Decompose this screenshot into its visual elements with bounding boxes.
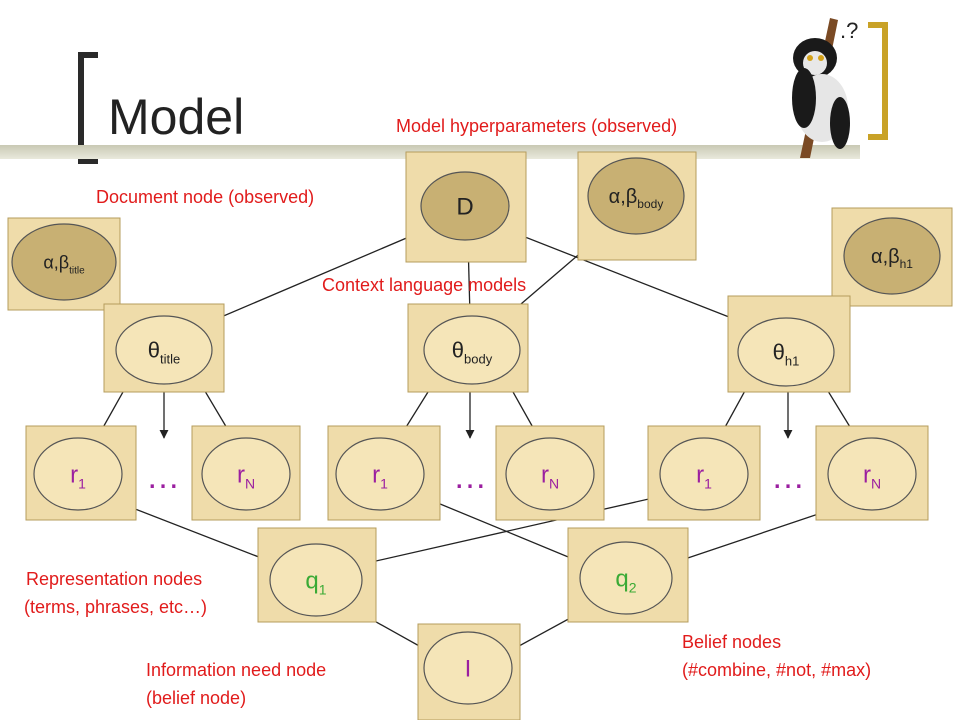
hyperparameter-body-node-ellipse xyxy=(587,157,685,235)
information-need-annotation-line1: Information need node xyxy=(146,660,327,680)
lemur-mascot-icon: .? xyxy=(792,18,858,158)
theta-body-node-label: θbody xyxy=(452,338,493,367)
title-ellipsis: … xyxy=(146,458,180,496)
q2-node-label: q2 xyxy=(615,565,636,595)
body-ellipsis: … xyxy=(453,458,487,496)
h1-ellipsis: … xyxy=(771,458,805,496)
information-need-node-ellipse xyxy=(423,631,513,705)
h1-rN-node-label: rN xyxy=(863,461,881,491)
theta-title-node-label: θtitle xyxy=(148,338,180,367)
theta-title-node-ellipse xyxy=(115,315,213,385)
document-node: D xyxy=(405,151,527,263)
information-need-node: I xyxy=(417,623,521,720)
theta-h1-node-ellipse xyxy=(737,317,835,387)
theta-body-node-ellipse xyxy=(423,315,521,385)
representation-nodes-annotation-line1: Representation nodes xyxy=(26,569,203,589)
edge-d-theta-title xyxy=(199,227,431,327)
hyperparameter-title-node: α,βtitle xyxy=(7,217,121,311)
information-need-annotation-line2: (belief node) xyxy=(146,688,247,708)
theta-h1-node-label: θh1 xyxy=(773,340,800,369)
h1-rN-node: rN xyxy=(815,425,929,521)
h1-r1-node: r1 xyxy=(647,425,761,521)
theta-title-node: θtitle xyxy=(103,303,225,393)
q2-node: q2 xyxy=(567,527,689,623)
document-node-ellipse xyxy=(420,171,510,241)
edges-layer xyxy=(89,225,861,653)
title-r1-node-ellipse xyxy=(33,437,123,511)
hyperparameter-body-node-label: α,βbody xyxy=(609,186,664,211)
hyperparameter-h1-node-label: α,βh1 xyxy=(871,246,913,271)
representation-nodes-annotation-line2: (terms, phrases, etc…) xyxy=(24,597,208,617)
edge-h1-r1-q1 xyxy=(353,495,663,569)
belief-nodes-annotation-line2: (#combine, #not, #max) xyxy=(682,660,872,680)
theta-h1-node: θh1 xyxy=(727,295,851,393)
edge-title-r1-q1 xyxy=(111,499,283,568)
h1-rN-node-ellipse xyxy=(827,437,917,511)
right-bracket-decoration xyxy=(868,22,888,140)
hyperparameter-h1-node-ellipse xyxy=(843,217,941,295)
h1-r1-node-label: r1 xyxy=(696,461,712,491)
hyperparameter-body-node: α,βbody xyxy=(577,151,697,261)
left-bracket-decoration xyxy=(78,52,98,164)
body-rN-node-label: rN xyxy=(541,461,559,491)
theta-body-node: θbody xyxy=(407,303,529,393)
document-node-annotation: Document node (observed) xyxy=(96,187,315,207)
q1-node-label: q1 xyxy=(305,567,326,597)
edge-d-theta-h1 xyxy=(501,227,753,328)
title-r1-node: r1 xyxy=(25,425,137,521)
title-rN-node-label: rN xyxy=(237,461,255,491)
svg-text:.?: .? xyxy=(840,18,858,43)
context-models-annotation: Context language models xyxy=(322,275,527,295)
h1-r1-node-ellipse xyxy=(659,437,749,511)
information-need-node-label: I xyxy=(465,655,472,682)
title-rN-node: rN xyxy=(191,425,301,521)
q1-node: q1 xyxy=(257,527,377,623)
hyperparameter-h1-node: α,βh1 xyxy=(831,207,953,307)
body-r1-node-ellipse xyxy=(335,437,425,511)
document-node-label: D xyxy=(456,193,473,220)
body-r1-node-label: r1 xyxy=(372,461,388,491)
hyperparameter-title-node-label: α,βtitle xyxy=(43,252,85,276)
title-r1-node-label: r1 xyxy=(70,461,86,491)
body-r1-node: r1 xyxy=(327,425,441,521)
title-rN-node-ellipse xyxy=(201,437,291,511)
q2-node-ellipse xyxy=(579,541,673,615)
hyperparameter-title-node-ellipse xyxy=(11,223,117,301)
belief-nodes-annotation-line1: Belief nodes xyxy=(682,632,782,652)
edge-body-r1-q2 xyxy=(415,493,591,568)
body-rN-node: rN xyxy=(495,425,605,521)
body-rN-node-ellipse xyxy=(505,437,595,511)
slide-title: Model xyxy=(108,89,245,145)
hyperparameters-annotation: Model hyperparameters (observed) xyxy=(396,116,678,136)
q1-node-ellipse xyxy=(269,543,363,617)
